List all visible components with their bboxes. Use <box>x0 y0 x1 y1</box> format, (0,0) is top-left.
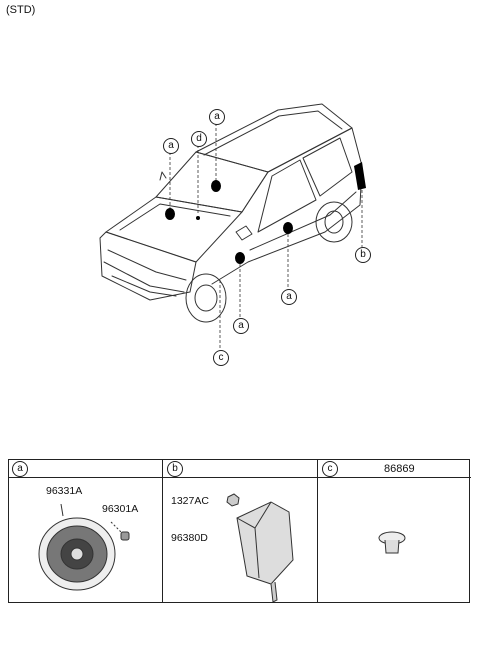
variant-label: (STD) <box>6 4 36 16</box>
callout-a-top: a <box>209 109 225 125</box>
part-96380d-label: 96380D <box>171 532 208 544</box>
part-1327ac-label: 1327AC <box>171 495 209 507</box>
table-col-b-letter: b <box>167 461 183 477</box>
part-96301a-label: 96301A <box>102 503 139 515</box>
callout-a-bottom-left: a <box>233 318 249 334</box>
callout-b-right: b <box>355 247 371 263</box>
clip-part <box>378 531 406 554</box>
table-col-a-letter: a <box>12 461 28 477</box>
parts-table: a b c 86869 96331A 96301A 1327AC 96380D <box>8 459 471 603</box>
table-header-row <box>9 460 471 478</box>
nut-part <box>226 493 240 507</box>
callout-c-bottom: c <box>213 350 229 366</box>
part-96331a-label: 96331A <box>46 485 83 497</box>
vehicle-diagram <box>99 103 366 350</box>
callout-a-left: a <box>163 138 179 154</box>
screw-part <box>110 521 130 541</box>
callout-d-top: d <box>191 131 207 147</box>
table-col-c-letter: c <box>322 461 338 477</box>
callout-a-bottom-mid: a <box>281 289 297 305</box>
table-col-c-title: 86869 <box>384 463 415 475</box>
speaker-part <box>38 504 116 591</box>
amplifier-part <box>236 501 294 602</box>
